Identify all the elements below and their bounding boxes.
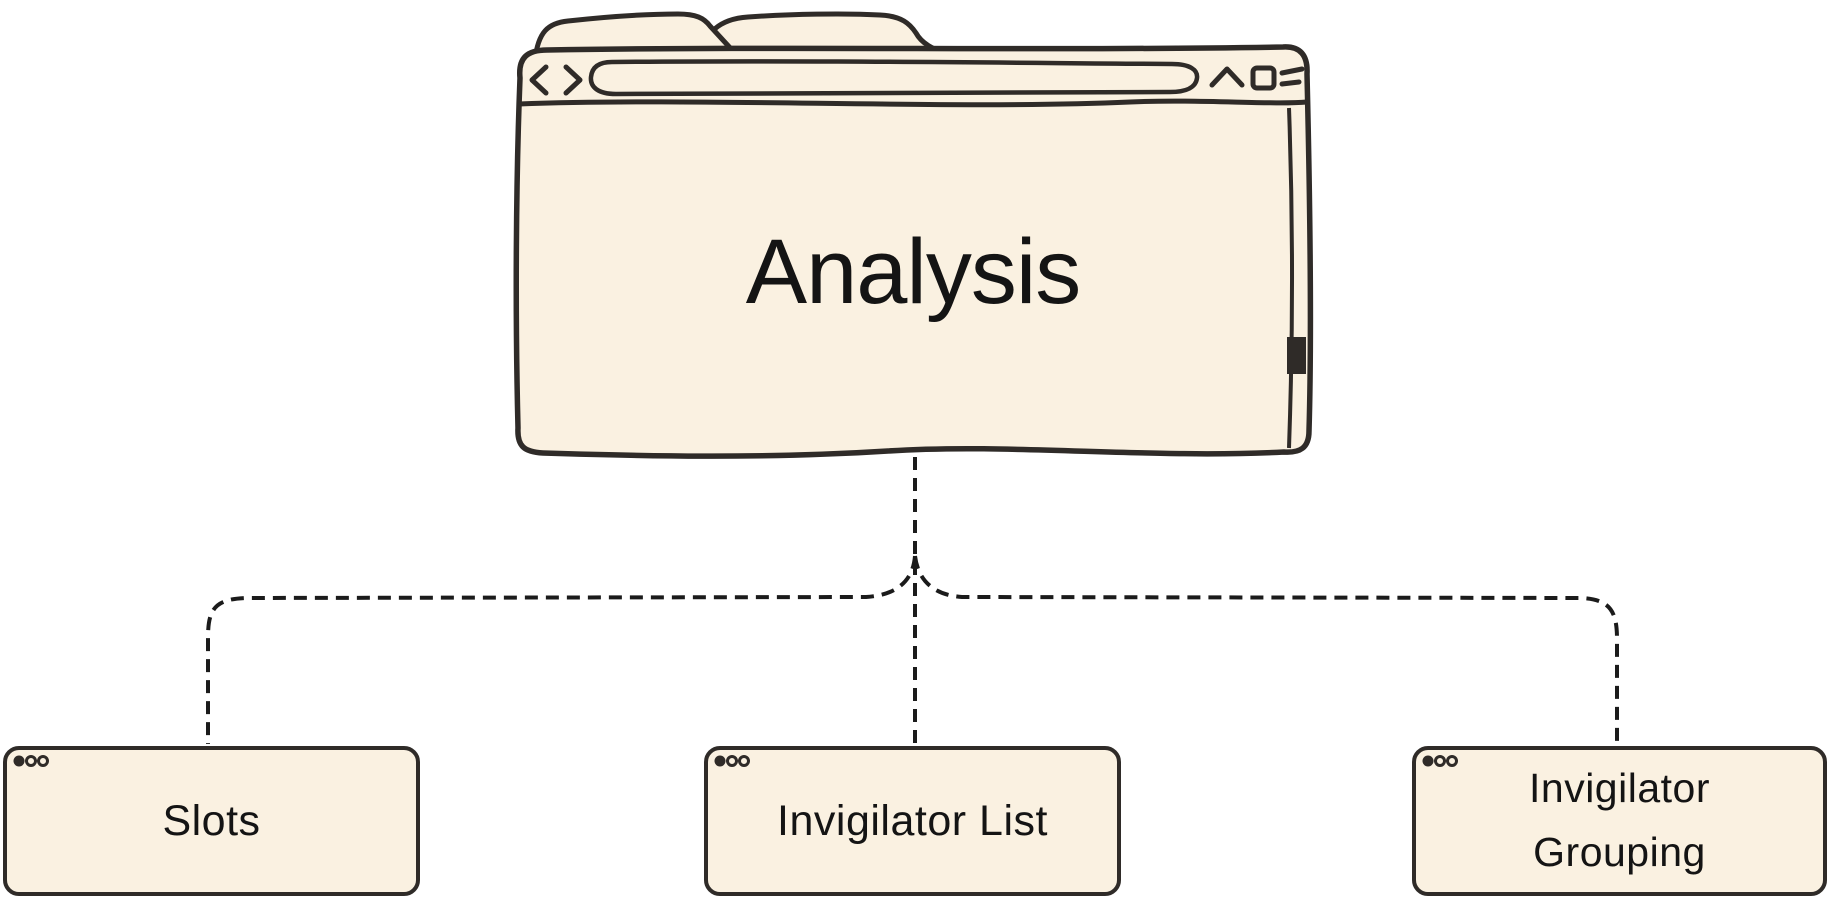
analysis-window-node xyxy=(513,11,1314,459)
back-icon xyxy=(529,64,549,96)
invigilator-list-box xyxy=(704,746,1121,896)
connector-right xyxy=(913,555,1619,744)
slots-node xyxy=(3,746,420,896)
connector-left xyxy=(206,555,917,744)
invigilator-grouping-node xyxy=(1412,746,1827,896)
window-dot-outline xyxy=(1446,755,1458,767)
window-dot-outline xyxy=(1434,755,1446,767)
invigilator-list-node xyxy=(704,746,1121,896)
window-body xyxy=(513,44,1314,459)
slots-box xyxy=(3,746,420,896)
scrollbar-track xyxy=(1287,107,1294,449)
window-dot-outline xyxy=(726,755,738,767)
window-dot-filled xyxy=(1422,755,1434,767)
menu-icon xyxy=(1279,66,1305,87)
window-dot-outline xyxy=(738,755,750,767)
window-dot-outline xyxy=(25,755,37,767)
connectors xyxy=(206,457,1619,744)
address-bar xyxy=(588,59,1200,97)
invigilator-grouping-box xyxy=(1412,746,1827,896)
window-dot-filled xyxy=(714,755,726,767)
stop-square-icon xyxy=(1250,65,1277,91)
forward-icon xyxy=(563,64,583,96)
toolbar-separator xyxy=(518,98,1308,108)
window-dot-outline xyxy=(37,755,49,767)
chevron-up-icon xyxy=(1209,66,1245,88)
scrollbar-thumb xyxy=(1287,337,1306,374)
window-dot-filled xyxy=(13,755,25,767)
